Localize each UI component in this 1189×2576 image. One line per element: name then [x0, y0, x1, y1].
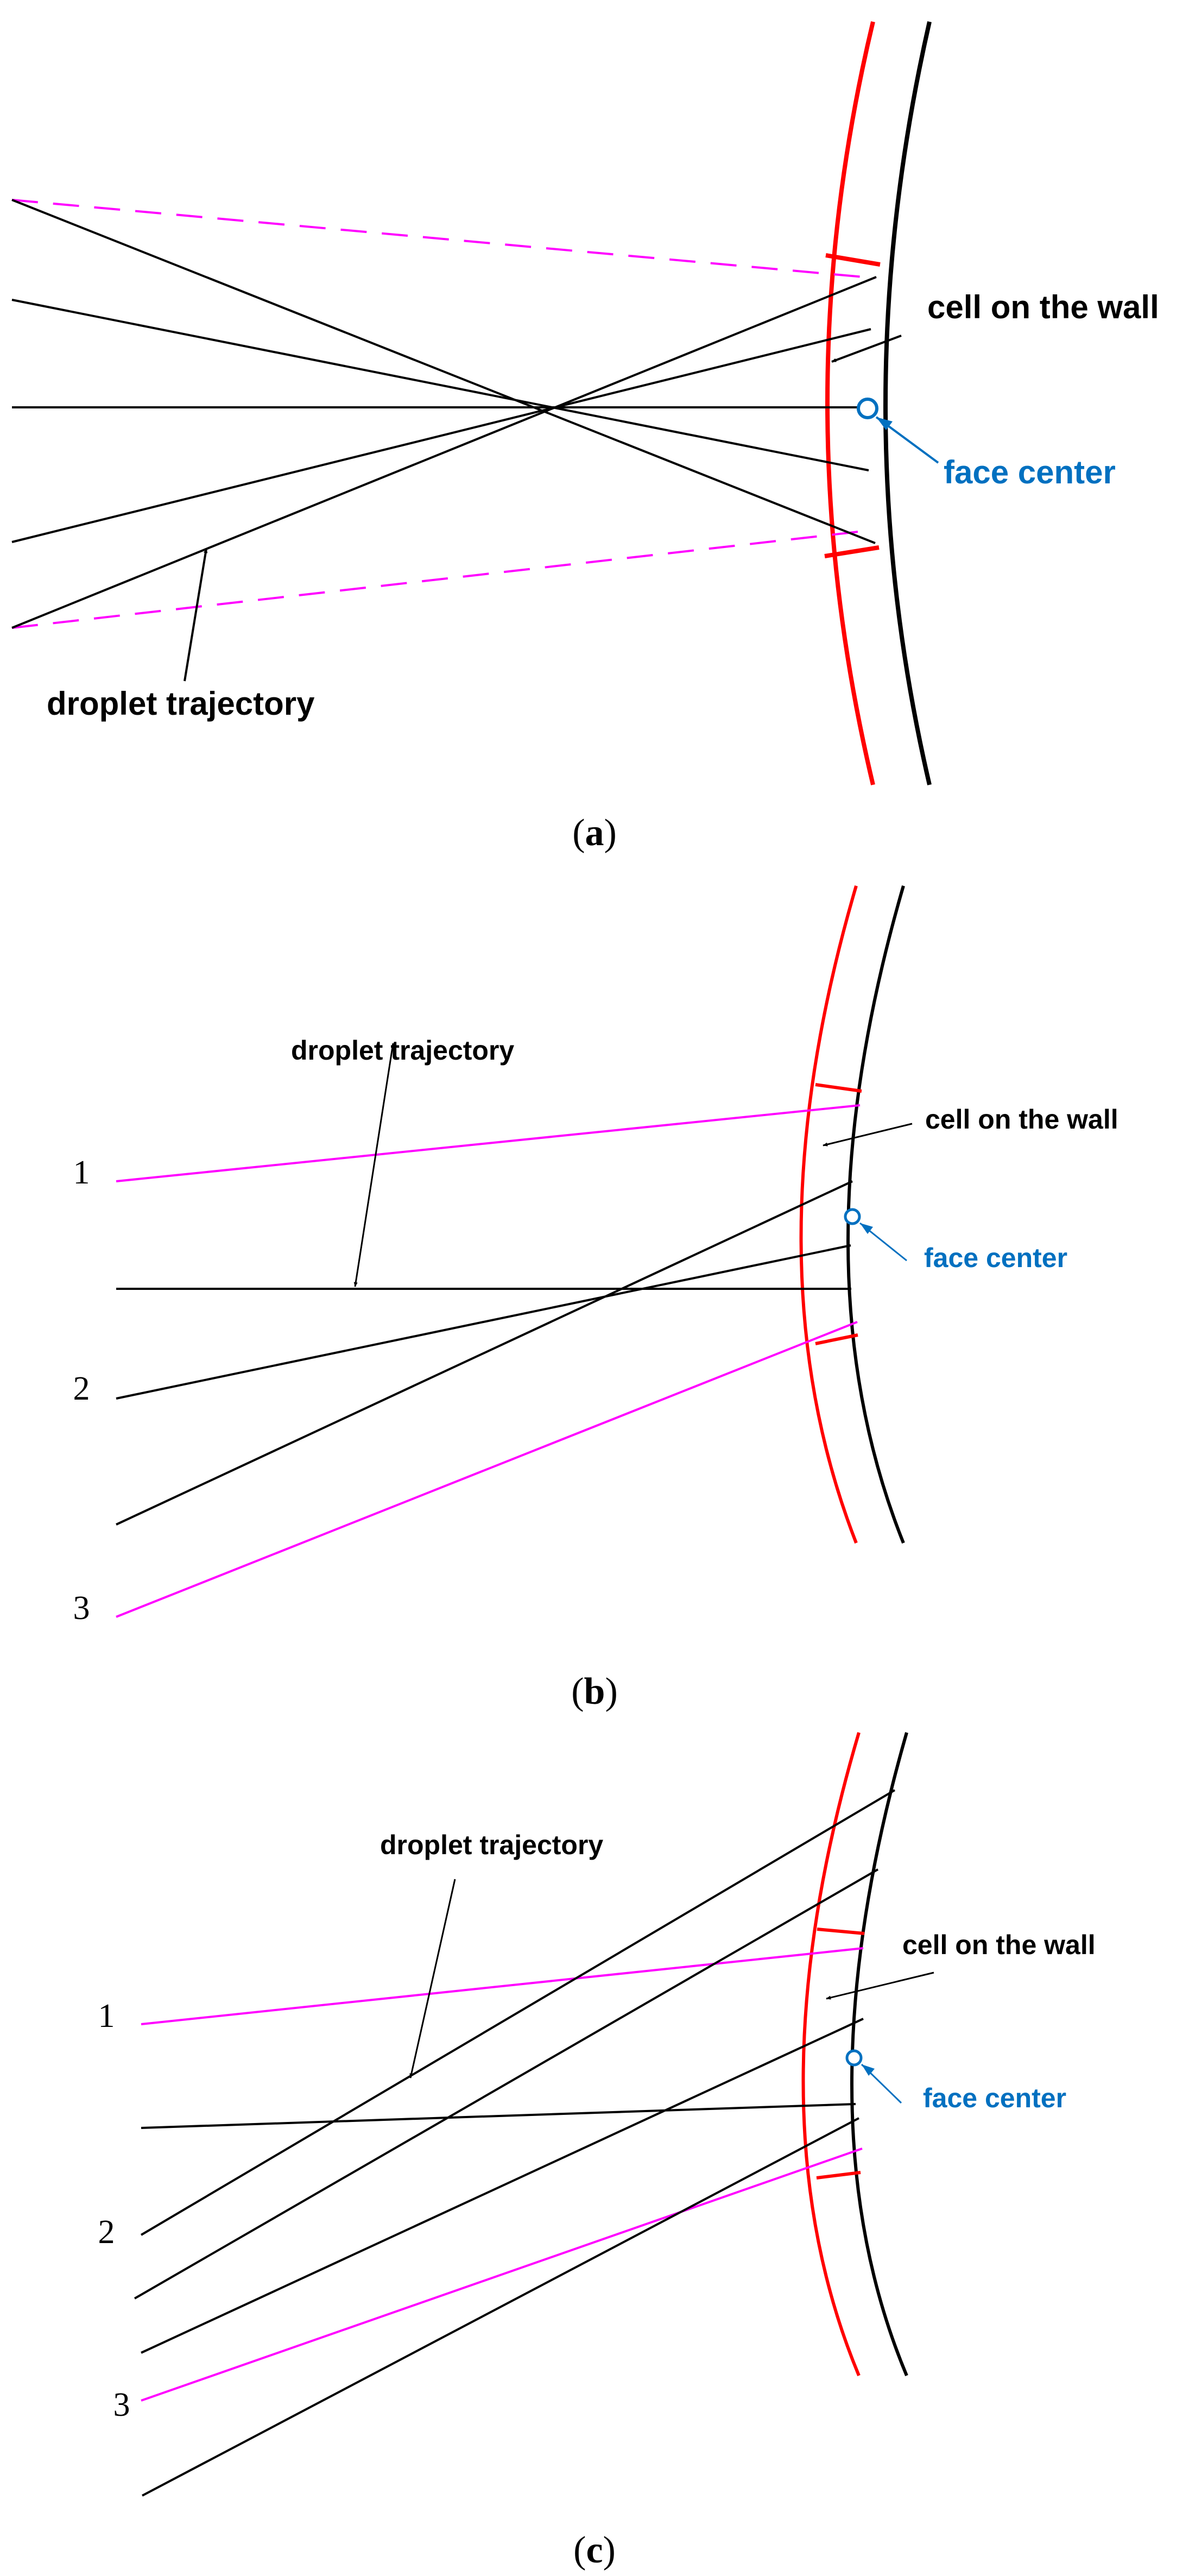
trajectory-line: [141, 2103, 856, 2129]
cell-edge-bottom: [815, 1333, 858, 1345]
label-cell-on-the-wall: cell on the wall: [925, 1104, 1118, 1135]
label-cell-on-the-wall: cell on the wall: [927, 289, 1159, 325]
trajectory-line: [140, 1789, 896, 2236]
label-droplet-trajectory: droplet trajectory: [47, 685, 315, 722]
panel-b: droplet trajectory cell on the wall face…: [0, 859, 1189, 1717]
boundary-trajectory-1: [116, 1104, 861, 1182]
caption-a: (a): [572, 812, 617, 854]
trajectory-line: [116, 1244, 851, 1400]
trajectory-line: [11, 299, 869, 471]
diagram-b: droplet trajectory cell on the wall face…: [73, 885, 1118, 1712]
boundary-trajectory-3: [116, 1321, 858, 1618]
boundary-trajectory-bottom: [11, 530, 864, 629]
cell-edge-top: [825, 253, 881, 267]
face-center-arrowhead: [876, 417, 893, 430]
face-center-arrowhead: [860, 1223, 873, 1234]
cell-callout-arrow: [823, 1123, 913, 1147]
label-face-center: face center: [944, 454, 1116, 490]
trajectory-number-3: 3: [113, 2386, 130, 2423]
diagram-c: droplet trajectory cell on the wall face…: [98, 1732, 1096, 2571]
trajectory-line: [141, 2018, 864, 2354]
label-droplet-trajectory: droplet trajectory: [291, 1035, 514, 1066]
cell-wall-curve: [825, 21, 875, 785]
wall-curve: [846, 885, 905, 1544]
cell-edge-bottom: [816, 2171, 861, 2180]
trajectory-callout-arrow: [353, 1043, 394, 1287]
face-center-marker: [844, 1208, 861, 1225]
cell-edge-top: [817, 1928, 865, 1935]
face-center-arrowhead: [862, 2064, 875, 2076]
panel-a: cell on the wall face center droplet tra…: [0, 0, 1189, 859]
trajectory-line: [11, 328, 871, 543]
diagram-a: cell on the wall face center droplet tra…: [11, 21, 1159, 854]
trajectory-line: [116, 1180, 853, 1526]
boundary-trajectory-3: [141, 2147, 863, 2402]
panel-c: droplet trajectory cell on the wall face…: [0, 1717, 1189, 2576]
trajectory-callout-arrow: [409, 1879, 456, 2079]
wall-curve: [883, 21, 932, 785]
cell-edge-bottom: [824, 545, 880, 558]
trajectory-line: [11, 199, 876, 544]
trajectory-number-2: 2: [73, 1370, 90, 1407]
trajectory-line: [134, 1868, 878, 2300]
face-center-marker: [845, 2049, 863, 2067]
boundary-trajectory-top: [11, 199, 876, 279]
trajectory-number-3: 3: [73, 1590, 90, 1627]
cell-wall-curve: [799, 885, 858, 1544]
trajectory-line: [11, 276, 877, 629]
trajectory-callout-arrow: [184, 548, 208, 682]
boundary-trajectory-1: [141, 1947, 864, 2025]
cell-callout-arrow: [826, 1972, 934, 2000]
caption-b: (b): [571, 1671, 618, 1712]
trajectory-number-2: 2: [98, 2214, 115, 2251]
cell-wall-curve: [801, 1732, 861, 2377]
trajectory-number-1: 1: [98, 1998, 115, 2035]
trajectory-number-1: 1: [73, 1154, 90, 1191]
label-cell-on-the-wall: cell on the wall: [902, 1930, 1096, 1960]
face-center-marker: [857, 398, 878, 419]
label-droplet-trajectory: droplet trajectory: [380, 1830, 603, 1860]
cell-callout-arrow: [831, 335, 902, 363]
wall-curve: [850, 1732, 908, 2377]
trajectory-line: [142, 2117, 859, 2497]
label-face-center: face center: [924, 1243, 1067, 1273]
caption-c: (c): [573, 2529, 616, 2571]
cell-edge-top: [815, 1083, 862, 1093]
label-face-center: face center: [923, 2083, 1066, 2113]
